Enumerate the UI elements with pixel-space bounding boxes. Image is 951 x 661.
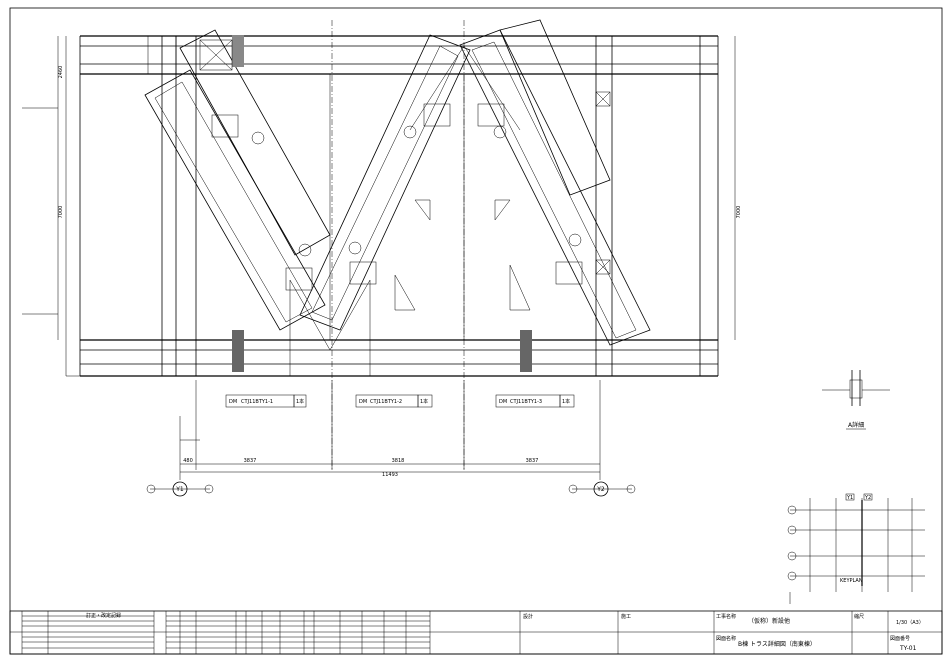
drawing-label: 図面名称 xyxy=(716,635,736,642)
svg-text:1本: 1本 xyxy=(420,398,428,405)
svg-text:DM: DM xyxy=(359,399,367,405)
svg-text:CTJ11BTY1-1: CTJ11BTY1-1 xyxy=(241,399,273,405)
svg-text:1本: 1本 xyxy=(562,398,570,405)
key-plan-caption: KEYPLAN xyxy=(840,578,863,584)
design-label: 設計 xyxy=(523,613,533,620)
key-plan-label-left: Y1 xyxy=(846,495,853,501)
revision-header: 訂正・改定記録 xyxy=(86,612,121,619)
detail-a: A詳細 xyxy=(822,370,890,430)
member-label-3: DM CTJ11BTY1-3 1本 xyxy=(495,394,575,408)
drawing-name: B棟 トラス詳細図（南東棟） xyxy=(738,640,816,648)
key-plan-label-right: Y2 xyxy=(864,495,871,501)
dim-left-edge: 480 xyxy=(183,458,193,464)
project-name: （仮称）新設他 xyxy=(748,617,790,625)
number-label: 図面番号 xyxy=(890,635,910,642)
revision-grid xyxy=(22,611,430,654)
svg-text:DM: DM xyxy=(499,399,507,405)
scale-value: 1/30（A3） xyxy=(896,620,924,626)
dim-span-mid: 3818 xyxy=(392,458,405,464)
scale-label: 縮尺 xyxy=(854,613,864,620)
connection-details xyxy=(147,35,611,372)
svg-text:1本: 1本 xyxy=(296,398,304,405)
dim-span-right: 3837 xyxy=(526,458,539,464)
dim-height-total: 7000 xyxy=(58,206,64,219)
member-label-2: DM CTJ11BTY1-2 1本 xyxy=(355,394,433,408)
dim-height-right: 7000 xyxy=(736,206,742,219)
number-value: TY-01 xyxy=(899,645,917,652)
detail-a-caption: A詳細 xyxy=(848,421,864,429)
grid-bubble-y1: Y1 xyxy=(146,481,214,497)
svg-text:Y2: Y2 xyxy=(596,486,605,493)
title-block: 訂正・改定記録 設計 施工 工事名称 （仮称）新設他 図面名称 B棟 トラス詳細… xyxy=(9,610,943,655)
dimension-lines: 3837 3818 3837 11493 480 7000 2460 7000 xyxy=(22,36,742,480)
dim-height-upper: 2460 xyxy=(58,66,64,79)
sheet-border xyxy=(9,7,943,655)
svg-text:Y1: Y1 xyxy=(175,486,184,493)
dim-total: 11493 xyxy=(382,472,398,478)
project-label: 工事名称 xyxy=(716,613,736,620)
svg-text:DM: DM xyxy=(229,399,237,405)
member-label-1: DM CTJ11BTY1-1 1本 xyxy=(225,394,307,408)
dim-span-left: 3837 xyxy=(244,458,257,464)
svg-text:CTJ11BTY1-3: CTJ11BTY1-3 xyxy=(510,399,542,405)
construction-label: 施工 xyxy=(621,613,631,620)
key-plan: Y1 Y2 KEYPLAN xyxy=(787,493,925,604)
svg-text:CTJ11BTY1-2: CTJ11BTY1-2 xyxy=(370,399,402,405)
grid-bubble-y2: Y2 xyxy=(568,481,636,497)
